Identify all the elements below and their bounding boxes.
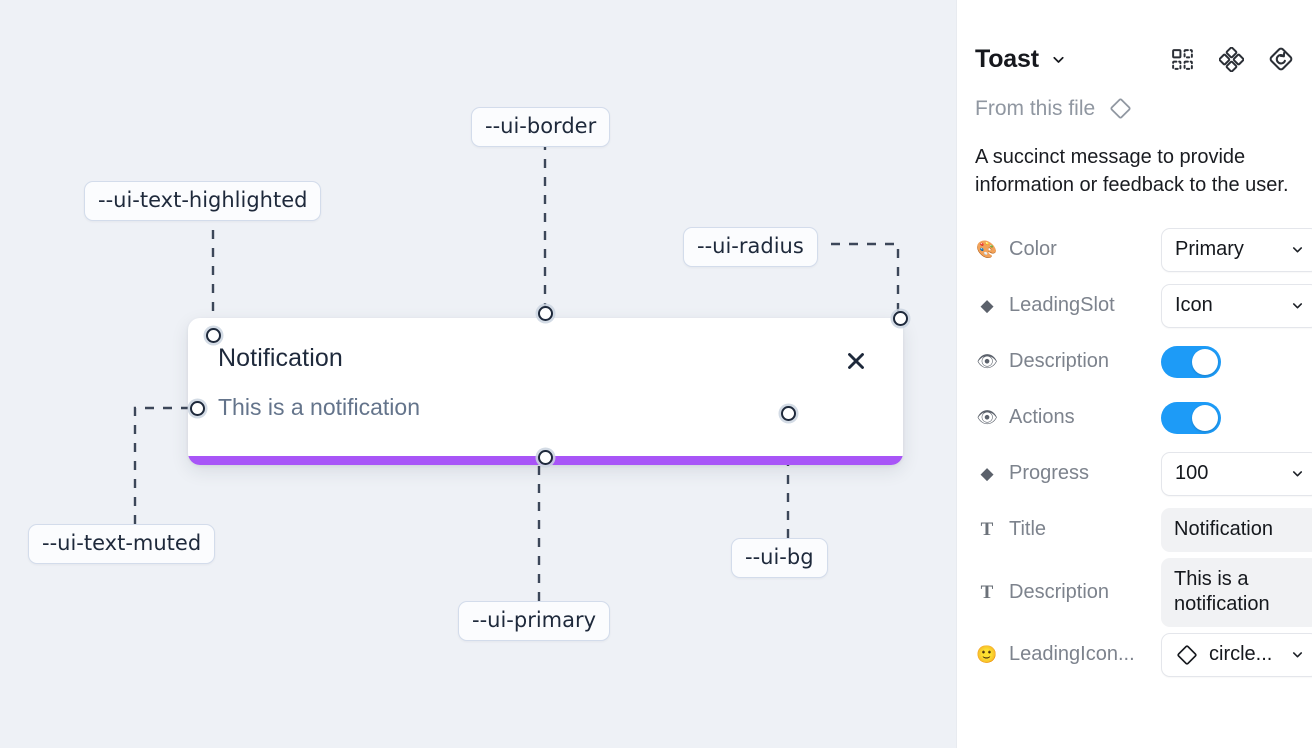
property-row-color: 🎨 Color Primary [975,222,1312,278]
property-label-leadingicon: 🙂 LeadingIcon... [976,643,1135,666]
token-handle-text-highlighted[interactable] [206,328,221,343]
toggle-knob [1192,348,1218,375]
component-description: A succinct message to provide informatio… [975,146,1289,197]
token-pill-ui-bg[interactable]: --ui-bg [731,538,828,579]
token-handle-radius[interactable] [893,311,908,326]
property-label-actions: 👁 Actions [976,406,1075,429]
eye-emoji-icon: 👁 [976,352,998,372]
palette-emoji-icon: 🎨 [976,240,998,260]
color-select[interactable]: Primary [1161,227,1312,272]
property-label-leadingslot: ◆ LeadingSlot [975,294,1161,317]
token-pill-ui-text-highlighted[interactable]: --ui-text-highlighted [84,181,322,222]
chevron-down-icon [1290,298,1305,313]
toast-description: This is a notification [218,394,420,420]
token-handle-bg[interactable] [781,406,796,421]
diamond-icon: ◆ [980,464,994,484]
token-handle-text-muted[interactable] [190,401,205,416]
property-label-progress: ◆ Progress [975,462,1161,485]
toast-component-preview[interactable]: Notification This is a notification [188,318,903,465]
diamond-component-icon [1108,96,1133,121]
toggle-knob [1192,404,1218,431]
component-variants-icon[interactable] [1170,47,1195,72]
properties-panel: Toast [956,0,1312,748]
component-set-icon[interactable] [1219,46,1244,72]
from-this-file-label: From this file [975,96,1096,120]
chevron-down-icon [1290,647,1305,662]
property-list: 🎨 Color Primary ◆ LeadingSlot [975,222,1312,683]
eye-emoji-icon: 👁 [976,408,998,428]
property-row-leadingslot: ◆ LeadingSlot Icon [975,278,1312,334]
property-label-color: 🎨 Color [976,238,1057,261]
description-input[interactable]: This is a notification [1161,557,1312,627]
progress-select[interactable]: 100 [1161,451,1312,496]
text-t-icon: T [980,519,994,541]
diamond-icon: ◆ [980,296,994,316]
property-row-leadingicon: 🙂 LeadingIcon... circle... [975,627,1312,683]
property-label-description: 👁 Description [976,350,1110,373]
panel-title: Toast [975,44,1039,73]
property-label-title: T Title [975,518,1161,541]
reset-instance-icon[interactable] [1268,46,1294,72]
text-t-icon: T [980,581,994,603]
token-handle-border[interactable] [538,306,553,321]
close-x-icon[interactable] [843,348,869,374]
actions-toggle[interactable] [1161,401,1221,434]
token-pill-ui-primary[interactable]: --ui-primary [458,601,611,642]
property-row-actions-toggle: 👁 Actions [975,390,1294,446]
property-row-title: T Title Notification [975,502,1312,558]
token-handle-primary[interactable] [538,450,553,465]
chevron-down-icon [1290,466,1305,481]
leadingicon-select[interactable]: circle... [1161,632,1312,677]
title-input[interactable]: Notification [1161,507,1312,552]
token-pill-ui-radius[interactable]: --ui-radius [683,227,818,268]
smiley-emoji-icon: 🙂 [976,645,998,665]
token-pill-ui-text-muted[interactable]: --ui-text-muted [28,524,216,565]
property-label-description-text: T Description [975,581,1161,604]
toast-title: Notification [218,344,343,372]
panel-header-actions [1170,46,1294,72]
token-pill-ui-border[interactable]: --ui-border [471,107,611,148]
chevron-down-icon[interactable] [1050,51,1067,68]
property-row-description-text: T Description This is a notification [975,557,1312,627]
description-toggle[interactable] [1161,345,1221,378]
from-this-file-row[interactable]: From this file [975,96,1294,121]
diamond-component-icon [1175,643,1199,667]
property-row-progress: ◆ Progress 100 [975,446,1312,502]
chevron-down-icon [1290,242,1305,257]
design-canvas[interactable]: Notification This is a notification --ui… [0,0,956,748]
panel-header: Toast [975,28,1294,90]
property-row-description-toggle: 👁 Description [975,334,1294,390]
leadingslot-select[interactable]: Icon [1161,283,1312,328]
